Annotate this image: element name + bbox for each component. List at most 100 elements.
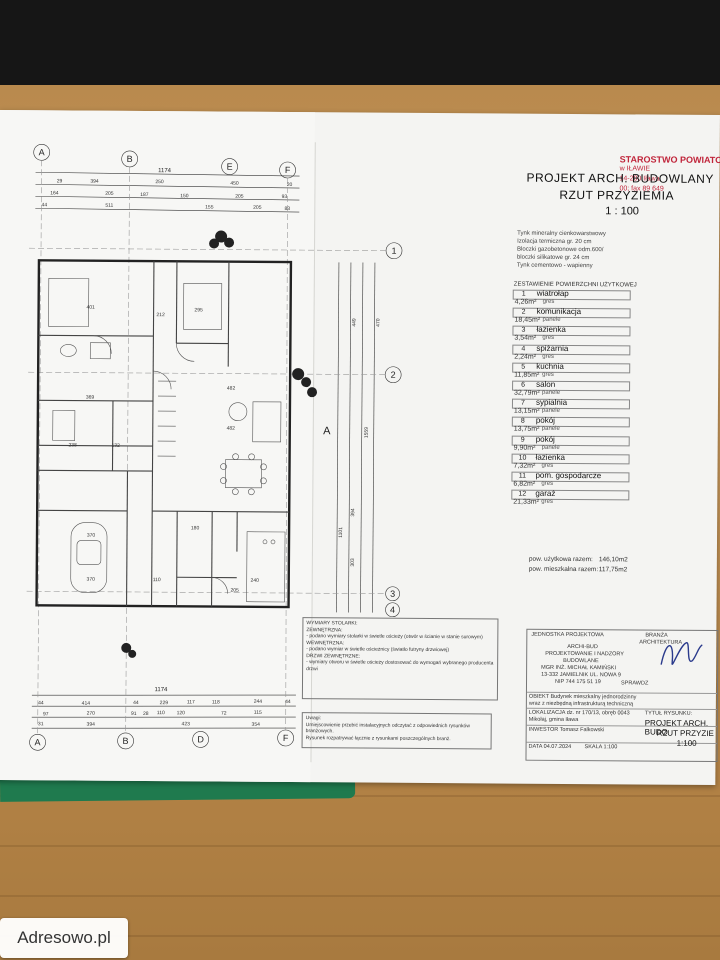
room-number: 7	[520, 399, 525, 407]
room-area: 7,32m²	[513, 462, 536, 470]
svg-text:29: 29	[57, 178, 63, 184]
room-number: 4	[521, 345, 526, 353]
svg-text:244: 244	[254, 699, 263, 705]
svg-text:270: 270	[87, 711, 96, 717]
svg-text:482: 482	[227, 426, 236, 432]
svg-text:110: 110	[153, 577, 161, 583]
room-number: 5	[521, 363, 526, 371]
room-name: wiatrołap	[536, 288, 569, 298]
date-field: DATA 04.07.2024	[529, 744, 572, 751]
room-name: pokój	[535, 434, 555, 444]
svg-text:44: 44	[285, 699, 291, 705]
room-area: 4,26m²	[514, 298, 537, 306]
svg-text:482: 482	[227, 386, 236, 392]
room-finish: gres	[542, 353, 554, 360]
svg-text:205: 205	[253, 205, 262, 211]
room-area: 21,33m²	[513, 498, 539, 506]
office-line: NIP 744 175 51 19	[555, 678, 601, 686]
adresowo-watermark: Adresowo.pl	[0, 918, 128, 958]
room-finish: panele	[541, 407, 560, 415]
svg-text:250: 250	[155, 179, 164, 185]
floor-plan: A B E F A B D F 1 2 3 4 A 1174 1174 2939…	[26, 143, 403, 751]
axis-label: E	[227, 162, 233, 172]
svg-text:205: 205	[105, 191, 114, 197]
signature-icon	[660, 642, 703, 665]
svg-text:44: 44	[42, 202, 48, 208]
svg-text:370: 370	[87, 533, 96, 539]
axis-bubble	[385, 602, 400, 618]
note-line: Umiejscowienie przebić instalacyjnych od…	[305, 721, 470, 735]
svg-text:118: 118	[212, 699, 220, 705]
room-number: 10	[518, 454, 527, 462]
drawing-title: PROJEKT ARCH. BUDOWLANY	[526, 170, 714, 186]
svg-text:155: 155	[205, 204, 214, 210]
axis-label: B	[123, 736, 129, 746]
room-table-header: ZESTAWIENIE POWIERZCHNI UŻYTKOWEJ	[513, 281, 637, 289]
title-block-label: SPRAWDZ	[620, 680, 649, 687]
room-finish: gres	[541, 498, 553, 505]
summary-value: 146,10m2	[598, 556, 628, 564]
svg-text:93: 93	[282, 194, 288, 200]
svg-text:117: 117	[187, 699, 195, 705]
room-name: łazienka	[535, 452, 565, 462]
wood-grain	[0, 795, 720, 797]
axis-label: D	[197, 734, 204, 744]
room-name: sypialnia	[535, 397, 568, 408]
svg-text:394: 394	[350, 508, 356, 517]
svg-text:295: 295	[194, 307, 203, 313]
axis-label: 4	[390, 605, 395, 615]
svg-text:511: 511	[105, 203, 113, 209]
axis-bubble	[33, 143, 51, 161]
svg-text:414: 414	[82, 701, 91, 707]
axis-bubble	[221, 158, 238, 175]
svg-text:238: 238	[68, 442, 77, 448]
svg-text:212: 212	[156, 312, 165, 318]
outer-wall	[35, 259, 293, 609]
wood-grain	[0, 895, 720, 897]
title-block-label: OBIEKT	[528, 693, 550, 700]
svg-text:394: 394	[87, 722, 96, 728]
room-finish: gres	[542, 371, 554, 378]
axis-label: F	[285, 165, 291, 175]
drawing-subtitle: RZUT PRZYZIEMIA	[559, 187, 675, 203]
living-area-row: pow. mieszkalna razem: 117,75m2	[529, 565, 627, 575]
room-finish: panele	[542, 389, 561, 396]
axis-bubble	[385, 586, 400, 602]
axis-label: B	[127, 154, 133, 164]
room-finish: panele	[541, 426, 560, 433]
room-name: komunikacja	[536, 306, 582, 317]
room-finish: gres	[541, 462, 554, 469]
wood-grain	[0, 845, 720, 847]
svg-text:369: 369	[86, 395, 95, 401]
svg-text:1101: 1101	[338, 527, 344, 538]
investor-field: INWESTOR Tomasz Falkowski	[529, 727, 605, 735]
room-number: 3	[521, 327, 526, 335]
note-line: Tynk cementowo - wapienny	[516, 262, 593, 270]
svg-text:31: 31	[38, 721, 44, 727]
svg-text:205: 205	[230, 588, 239, 594]
room-finish: panele	[541, 444, 560, 451]
room-finish: panele	[542, 316, 561, 324]
background-dark-area	[0, 0, 720, 85]
title-block-label: DATA	[528, 743, 543, 750]
summary-value: 117,75m2	[598, 566, 628, 574]
note-line: - wymiary otworu w świetle ościeży dosto…	[306, 659, 494, 672]
axis-label: A	[35, 737, 41, 747]
title-block-label: INWESTOR	[528, 726, 559, 733]
title-block-label: TYTUŁ RYSUNKU:	[644, 710, 693, 717]
room-name: pom. gospodarcze	[535, 470, 602, 481]
room-number: 11	[518, 472, 527, 480]
room-number: 1	[521, 290, 526, 298]
svg-text:354: 354	[252, 722, 261, 728]
room-number: 9	[520, 436, 525, 444]
room-name: łazienka	[536, 325, 566, 335]
dimension-total: 1174	[158, 168, 172, 174]
axis-label: 2	[391, 370, 396, 380]
room-area: 13,15m²	[513, 407, 540, 415]
room-area: 2,24m²	[514, 353, 537, 361]
